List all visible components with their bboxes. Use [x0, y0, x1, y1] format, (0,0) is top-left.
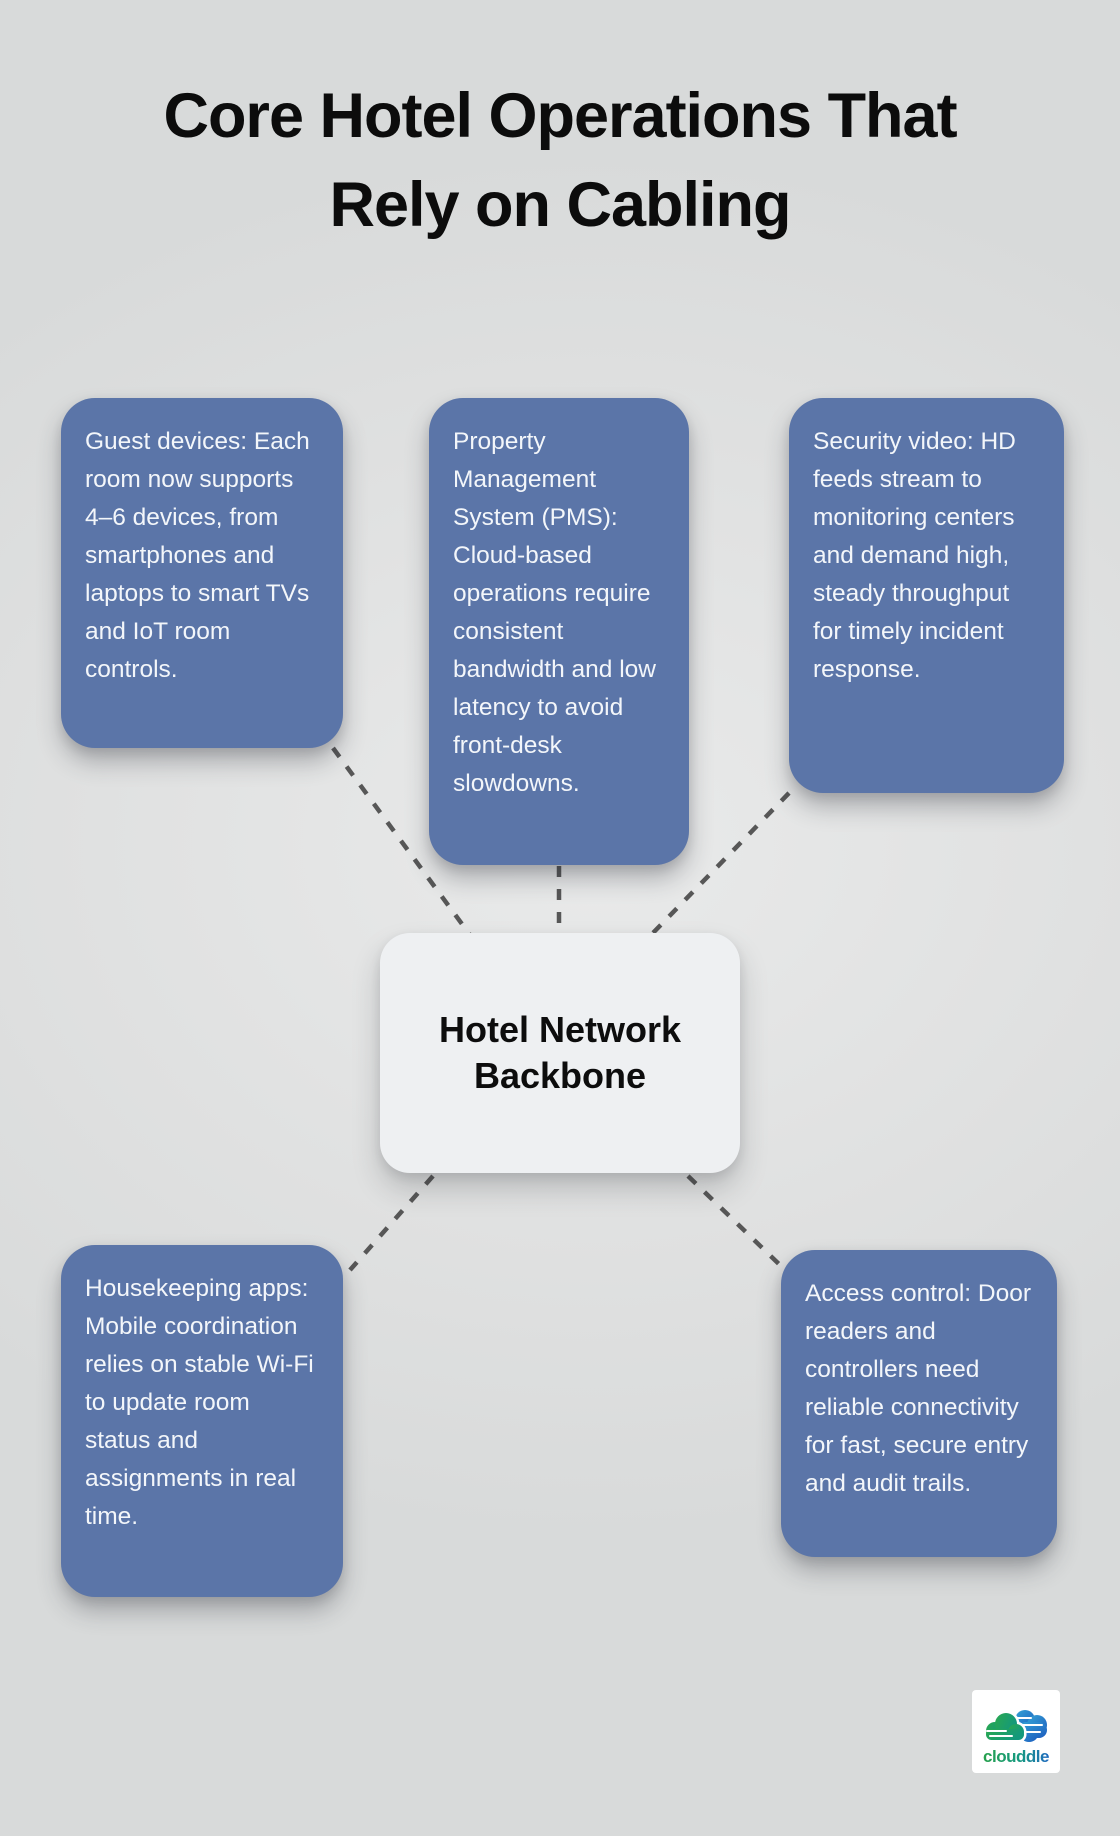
node-property-management-system: Property Management System (PMS): Cloud-… [429, 398, 689, 865]
center-node-label: Hotel Network Backbone [438, 1008, 682, 1096]
clouddle-wordmark: clouddle [983, 1747, 1049, 1766]
cloud-green-icon [983, 1710, 1027, 1743]
node-hotel-network-backbone: Hotel Network Backbone [380, 933, 740, 1173]
node-access-control: Access control: Door readers and control… [781, 1250, 1057, 1557]
clouddle-logo: clouddle [972, 1690, 1060, 1773]
node-security-video: Security video: HD feeds stream to monit… [789, 398, 1064, 793]
connector-housekeeping [348, 1174, 435, 1272]
page-title: Core Hotel Operations That Rely on Cabli… [163, 81, 957, 241]
node-housekeeping-apps: Housekeeping apps: Mobile coordination r… [61, 1245, 343, 1597]
node-guest-devices: Guest devices: Each room now supports 4–… [61, 398, 343, 748]
connector-access-control [686, 1174, 783, 1268]
clouddle-logo-graphic: clouddle [983, 1710, 1049, 1766]
